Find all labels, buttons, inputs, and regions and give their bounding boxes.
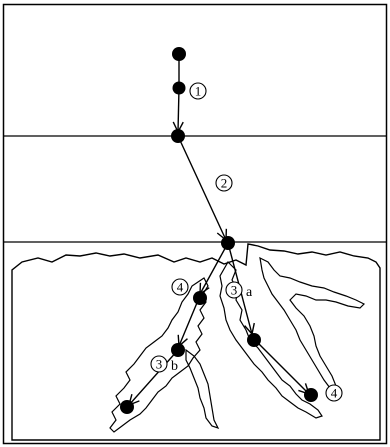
label-segment-4-right: 4 [325,384,343,402]
label-segment-3b: 3 [150,355,168,373]
segment-3b-arrow [179,297,200,346]
label-segment-1: 1 [189,82,207,100]
segment-4-left-arrow [200,242,229,294]
node-right-mid [247,333,261,347]
label-segment-3a: 3 [225,281,243,299]
left-fracture-branch-outline [185,348,220,430]
svg-text:3: 3 [231,283,238,298]
segment-1-arrow [178,87,179,132]
segment-lower-right-arrow [254,339,309,394]
svg-text:3: 3 [156,357,163,372]
svg-text:1: 1 [195,84,202,99]
node-right-end [304,388,318,402]
label-suffix-a: a [246,285,253,300]
node-left-low [171,343,185,357]
node-upper-boundary [171,129,185,143]
node-1 [172,81,186,95]
label-suffix-b: b [171,359,178,374]
node-left-mid [193,291,207,305]
label-segment-4-left: 4 [171,278,189,296]
node-left-end [120,400,134,414]
node-lower-boundary [221,236,235,250]
svg-text:4: 4 [331,386,338,401]
svg-text:2: 2 [221,176,228,191]
bottom-region-outline [11,243,381,441]
node-start [172,47,186,61]
segment-2-arrow [177,135,226,240]
segment-lower-left-arrow [129,349,179,405]
left-fracture-outline [109,277,209,433]
right-fracture-branch-outline [259,256,366,389]
right-fracture-outline [219,261,323,419]
label-segment-2: 2 [215,174,233,192]
svg-text:4: 4 [177,280,184,295]
outer-frame [2,3,388,445]
